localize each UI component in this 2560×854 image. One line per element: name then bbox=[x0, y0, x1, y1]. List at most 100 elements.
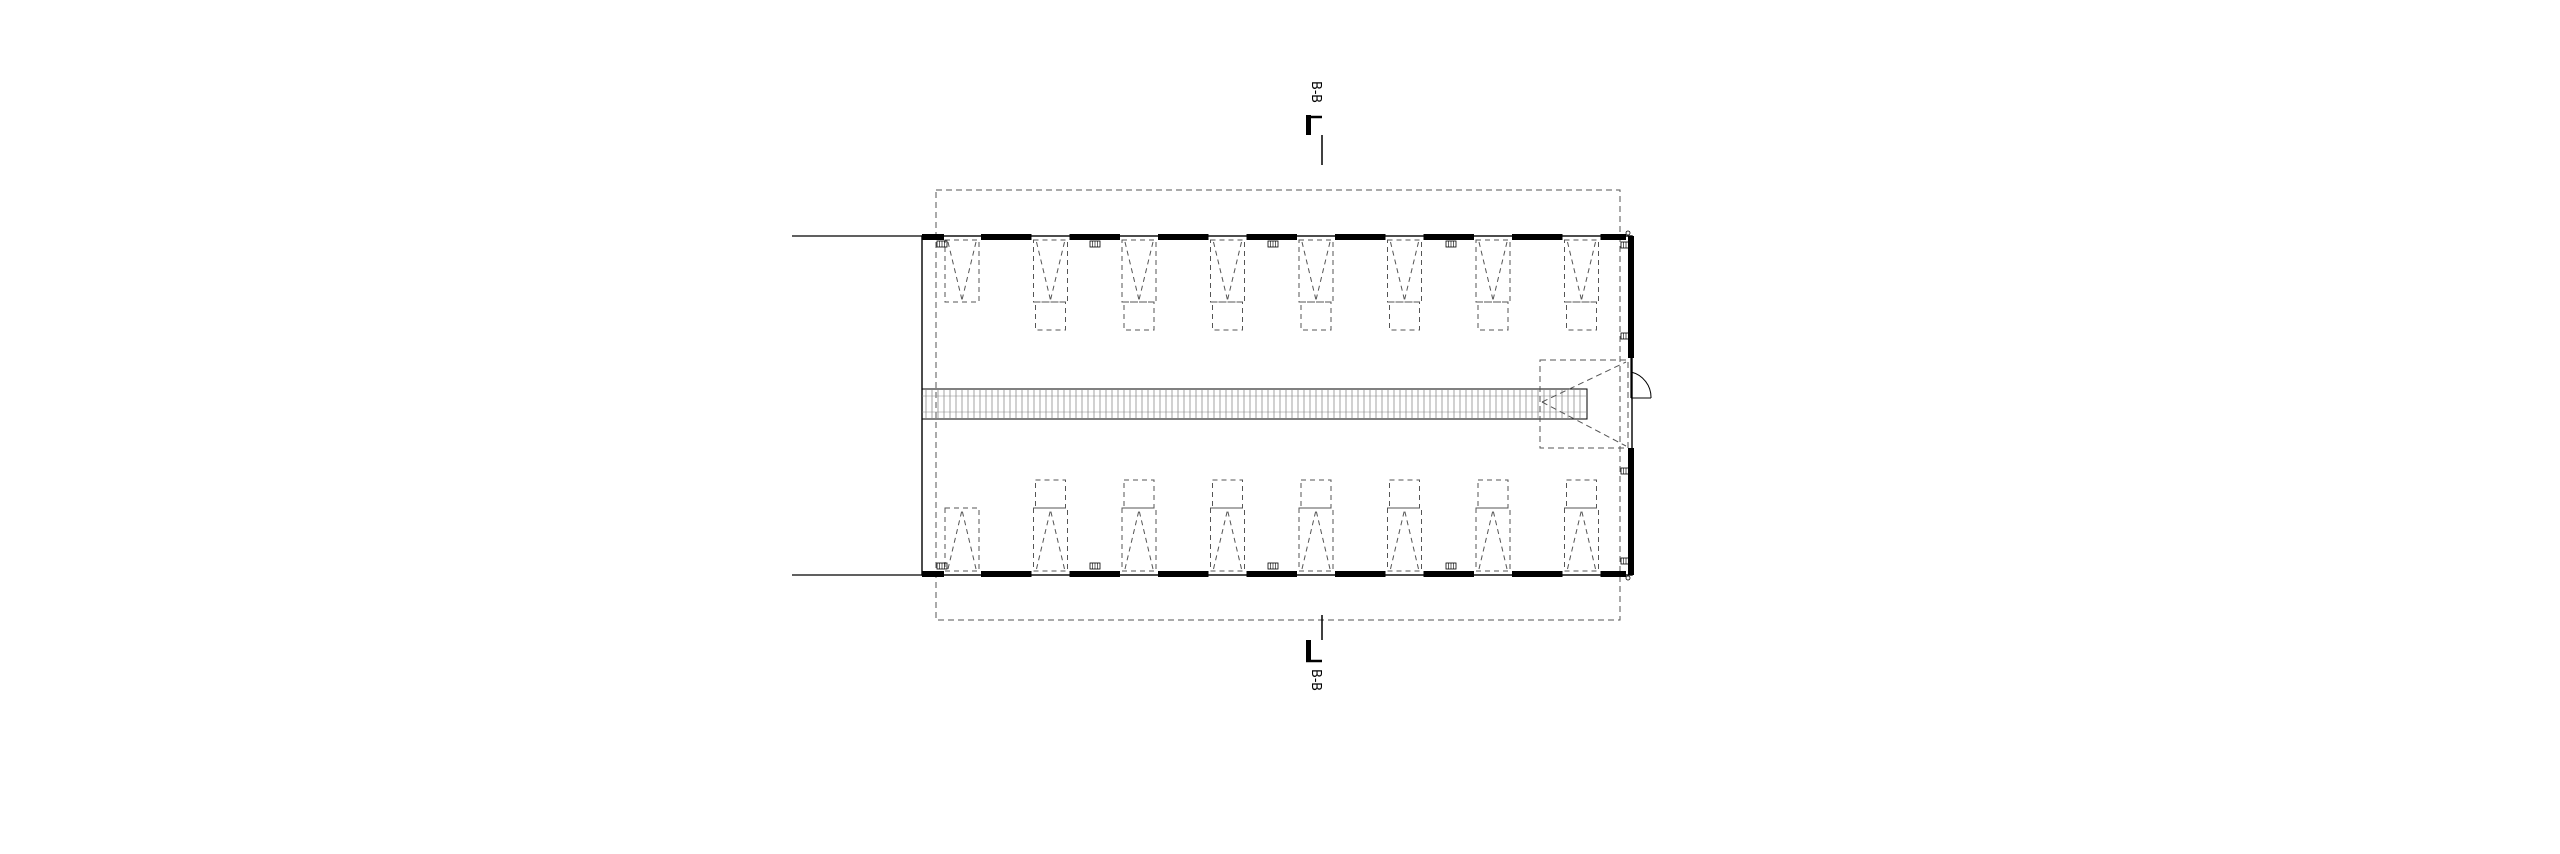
stall-diagonal bbox=[1124, 241, 1140, 301]
wall-segment-bottom bbox=[1335, 571, 1386, 577]
corner-marker bbox=[1625, 575, 1631, 581]
wall-segment-bottom bbox=[1600, 571, 1626, 577]
stall-diagonal bbox=[1581, 509, 1596, 570]
stall-top bbox=[1210, 239, 1245, 303]
stall-diagonal bbox=[1050, 241, 1065, 301]
stall-bottom bbox=[1564, 507, 1599, 572]
section-label-bottom: B-B bbox=[1308, 669, 1323, 691]
stall-diagonal bbox=[1478, 241, 1494, 301]
section-marker-bottom: B-B bbox=[1306, 615, 1323, 691]
wall-segment-top bbox=[1158, 234, 1209, 240]
wall-segment-bottom bbox=[1423, 571, 1474, 577]
central-walkway bbox=[921, 388, 1588, 420]
radiator-icon bbox=[1620, 332, 1632, 340]
stall-bottom bbox=[944, 507, 980, 572]
corner-marker bbox=[1625, 230, 1631, 236]
stall-box bbox=[1564, 507, 1599, 572]
wall-fixtures bbox=[936, 230, 1632, 581]
wall-segment-bottom bbox=[1069, 571, 1120, 577]
wall-segment-bottom bbox=[1158, 571, 1209, 577]
stall-bottom bbox=[1033, 507, 1068, 572]
stall-diagonal bbox=[961, 509, 977, 570]
stall-box bbox=[1475, 507, 1511, 572]
radiator-icon bbox=[1445, 562, 1457, 570]
radiator-icon bbox=[1267, 562, 1279, 570]
radiator-icon bbox=[1620, 241, 1632, 249]
stall-diagonal bbox=[1390, 241, 1405, 301]
stall-row-top bbox=[944, 239, 1599, 331]
stall-box bbox=[1121, 239, 1157, 303]
stall-box bbox=[1121, 507, 1157, 572]
stall-diagonal bbox=[947, 241, 963, 301]
stall-top bbox=[1387, 239, 1422, 303]
stall-top bbox=[944, 239, 980, 303]
wall-segment-top bbox=[1600, 234, 1626, 240]
stall-box bbox=[1210, 239, 1245, 303]
feeder-box-bottom bbox=[1389, 479, 1420, 509]
feeder-box-top bbox=[1300, 301, 1332, 331]
end-wall-upper bbox=[1628, 236, 1634, 358]
stall-bottom bbox=[1121, 507, 1157, 572]
stall-row-bottom bbox=[944, 479, 1599, 572]
roof-overhang-outline bbox=[935, 189, 1621, 621]
wall-corner-top-left bbox=[922, 234, 944, 240]
stall-diagonal bbox=[1227, 241, 1242, 301]
wall-segment-top bbox=[1069, 234, 1120, 240]
stall-top bbox=[1564, 239, 1599, 303]
stall-diagonal bbox=[1492, 241, 1508, 301]
stall-diagonal bbox=[1138, 241, 1154, 301]
wall-segment-top bbox=[1423, 234, 1474, 240]
building-outline bbox=[921, 235, 1633, 576]
feeder-box-top bbox=[1035, 301, 1066, 331]
radiator-icon bbox=[1620, 467, 1632, 475]
wall-segment-top bbox=[1512, 234, 1563, 240]
radiator-icon bbox=[1089, 240, 1101, 248]
stall-diagonal bbox=[1301, 241, 1317, 301]
feeder-box-top bbox=[1123, 301, 1155, 331]
stall-top bbox=[1121, 239, 1157, 303]
stall-box bbox=[1564, 239, 1599, 303]
stall-diagonal bbox=[1567, 241, 1582, 301]
door-swing-arc bbox=[1630, 371, 1652, 399]
stall-box bbox=[1033, 239, 1068, 303]
stall-diagonal bbox=[961, 241, 977, 301]
stall-box bbox=[1475, 239, 1511, 303]
feeder-box-top bbox=[1477, 301, 1509, 331]
stall-top bbox=[1033, 239, 1068, 303]
stall-diagonal bbox=[1050, 509, 1065, 570]
stall-diagonal bbox=[1478, 509, 1494, 570]
radiator-icon bbox=[1267, 240, 1279, 248]
stall-box bbox=[944, 239, 980, 303]
stall-diagonal bbox=[1301, 509, 1317, 570]
stall-box bbox=[1033, 507, 1068, 572]
radiator-icon bbox=[1620, 557, 1632, 565]
stall-diagonal bbox=[1213, 241, 1228, 301]
feeder-box-bottom bbox=[1212, 479, 1243, 509]
stall-diagonal bbox=[1404, 241, 1419, 301]
stall-box bbox=[1387, 507, 1422, 572]
stall-diagonal bbox=[1227, 509, 1242, 570]
stall-diagonal bbox=[1315, 509, 1331, 570]
feeder-box-bottom bbox=[1123, 479, 1155, 509]
stall-diagonal bbox=[1567, 509, 1582, 570]
stall-box bbox=[1210, 507, 1245, 572]
stall-box bbox=[1298, 507, 1334, 572]
stall-box bbox=[1387, 239, 1422, 303]
feeder-box-bottom bbox=[1035, 479, 1066, 509]
feeder-box-bottom bbox=[1566, 479, 1597, 509]
feeder-box-top bbox=[1566, 301, 1597, 331]
radiator-icon bbox=[1089, 562, 1101, 570]
section-marker-top: B-B bbox=[1306, 81, 1323, 165]
feeder-box-top bbox=[1389, 301, 1420, 331]
stall-diagonal bbox=[1138, 509, 1154, 570]
wall-segment-top bbox=[1335, 234, 1386, 240]
stall-bottom bbox=[1475, 507, 1511, 572]
stall-diagonal bbox=[1315, 241, 1331, 301]
wall-segment-bottom bbox=[1246, 571, 1297, 577]
stall-diagonal bbox=[1492, 509, 1508, 570]
stall-box bbox=[1298, 239, 1334, 303]
stall-diagonal bbox=[1390, 509, 1405, 570]
feeder-box-top bbox=[1212, 301, 1243, 331]
section-label-top: B-B bbox=[1308, 81, 1323, 103]
